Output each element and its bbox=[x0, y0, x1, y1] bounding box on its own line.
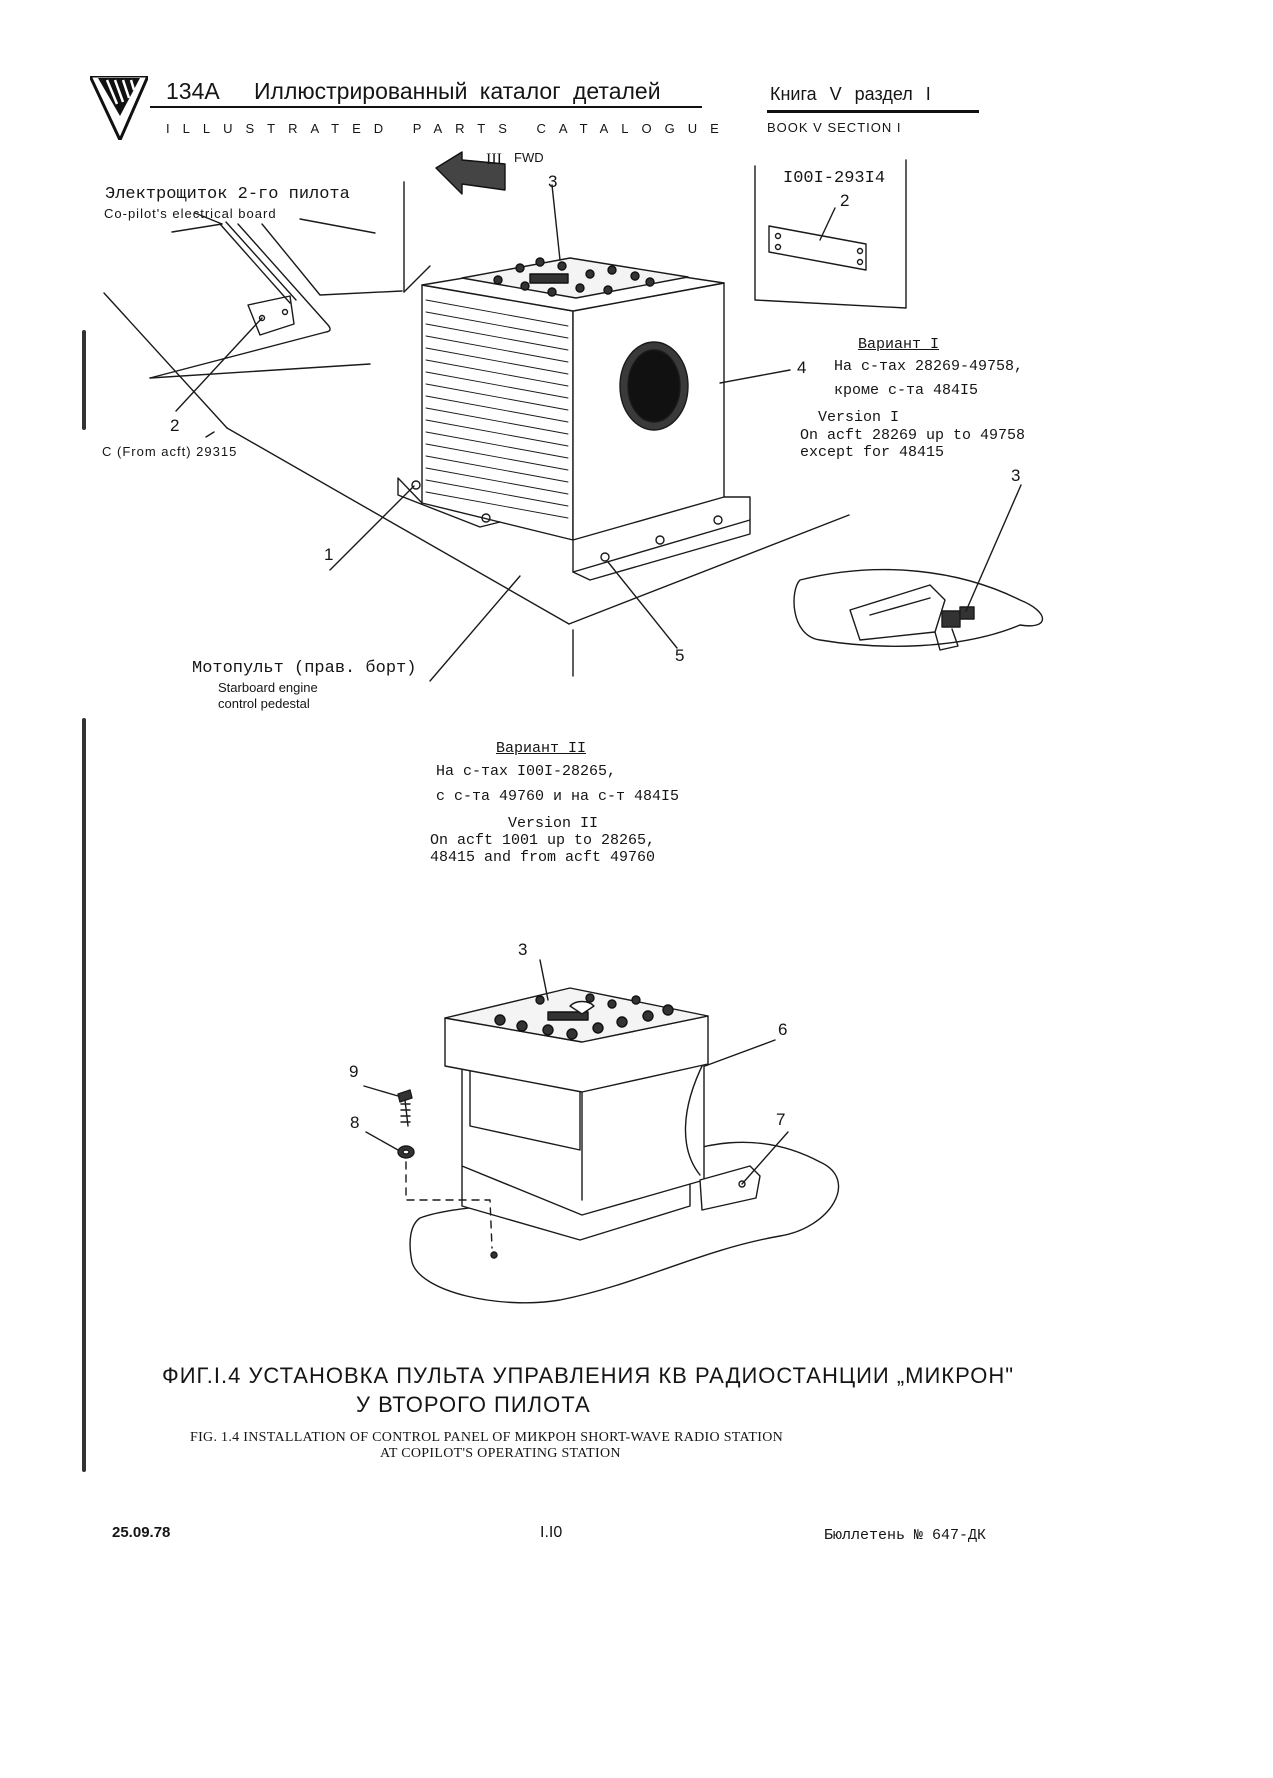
manufacturer-logo-icon bbox=[90, 76, 148, 140]
callout-2-board: 2 bbox=[170, 416, 180, 435]
version-1-line1-ru: На с-тах 28269-49758, bbox=[834, 358, 1024, 375]
fwd-label: FWD bbox=[514, 150, 544, 165]
footer-date: 25.09.78 bbox=[112, 1524, 171, 1541]
board-label-en: Co-pilot's electrical board bbox=[104, 206, 277, 221]
caption-en-line2: AT COPILOT'S OPERATING STATION bbox=[380, 1446, 621, 1461]
bolt-icon bbox=[397, 1089, 413, 1127]
header-rule-right bbox=[767, 110, 979, 113]
header-rule bbox=[150, 106, 702, 108]
board-label-ru: Электрощиток 2-го пилота bbox=[105, 185, 350, 204]
caption-ru-line2: У ВТОРОГО ПИЛОТА bbox=[356, 1392, 591, 1417]
footer-bulletin: Бюллетень № 647-ДК bbox=[824, 1527, 987, 1544]
version-2-title-en: Version II bbox=[508, 815, 599, 832]
pedestal-label-en-1: Starboard engine bbox=[218, 680, 318, 695]
caption-en-line1: FIG. 1.4 INSTALLATION OF CONTROL PANEL O… bbox=[190, 1430, 784, 1445]
version-2-line2-ru: с с-та 49760 и на с-т 484I5 bbox=[436, 788, 680, 805]
callout-9: 9 bbox=[349, 1062, 359, 1081]
fwd-arrow-icon bbox=[435, 151, 506, 195]
callout-6: 6 bbox=[778, 1020, 788, 1039]
pedestal-label-ru: Мотопульт (прав. борт) bbox=[192, 659, 417, 678]
version-2-line1-en: On acft 1001 up to 28265, bbox=[430, 832, 656, 849]
version-1-title-ru: Вариант I bbox=[858, 336, 940, 353]
version-2-line2-en: 48415 and from acft 49760 bbox=[430, 849, 656, 866]
callout-8: 8 bbox=[350, 1113, 360, 1132]
header-book-en: BOOK V SECTION I bbox=[767, 120, 902, 135]
version-1-line2-ru: кроме с-та 484I5 bbox=[834, 382, 979, 399]
callout-3-detail: 3 bbox=[1011, 466, 1021, 485]
callout-4: 4 bbox=[797, 358, 807, 377]
header-title-ru: Иллюстрированный каталог деталей bbox=[254, 78, 661, 104]
from-acft-label: C (From acft) 29315 bbox=[102, 444, 238, 459]
callout-2-inset: 2 bbox=[840, 191, 850, 210]
footer-page-number: I.I0 bbox=[540, 1524, 563, 1541]
callout-3-bottom: 3 bbox=[518, 940, 528, 959]
version-2-line1-ru: На с-тах I00I-28265, bbox=[436, 763, 617, 780]
header-title-en: ILLUSTRATED PARTS CATALOGUE bbox=[166, 121, 732, 136]
version-1-title-en: Version I bbox=[818, 409, 900, 426]
version-1-line1-en: On acft 28269 up to 49758 bbox=[800, 427, 1026, 444]
callout-5: 5 bbox=[675, 646, 685, 665]
fwd-roman-marker: ΙΙΙ bbox=[486, 151, 502, 168]
callout-1: 1 bbox=[324, 545, 334, 564]
caption-ru-line1: ФИГ.I.4 УСТАНОВКА ПУЛЬТА УПРАВЛЕНИЯ КВ Р… bbox=[162, 1363, 1015, 1388]
callout-3-top: 3 bbox=[548, 172, 558, 191]
version-1-line2-en: except for 48415 bbox=[800, 444, 945, 461]
pedestal-label-en-2: control pedestal bbox=[218, 696, 310, 711]
callout-7: 7 bbox=[776, 1110, 786, 1129]
header-model: 134A bbox=[166, 78, 220, 104]
washer-icon bbox=[397, 1145, 415, 1159]
version-2-title-ru: Вариант II bbox=[496, 740, 587, 757]
inset-range-label: I00I-293I4 bbox=[783, 169, 886, 188]
header-book-ru: Книга V раздел I bbox=[770, 84, 931, 104]
